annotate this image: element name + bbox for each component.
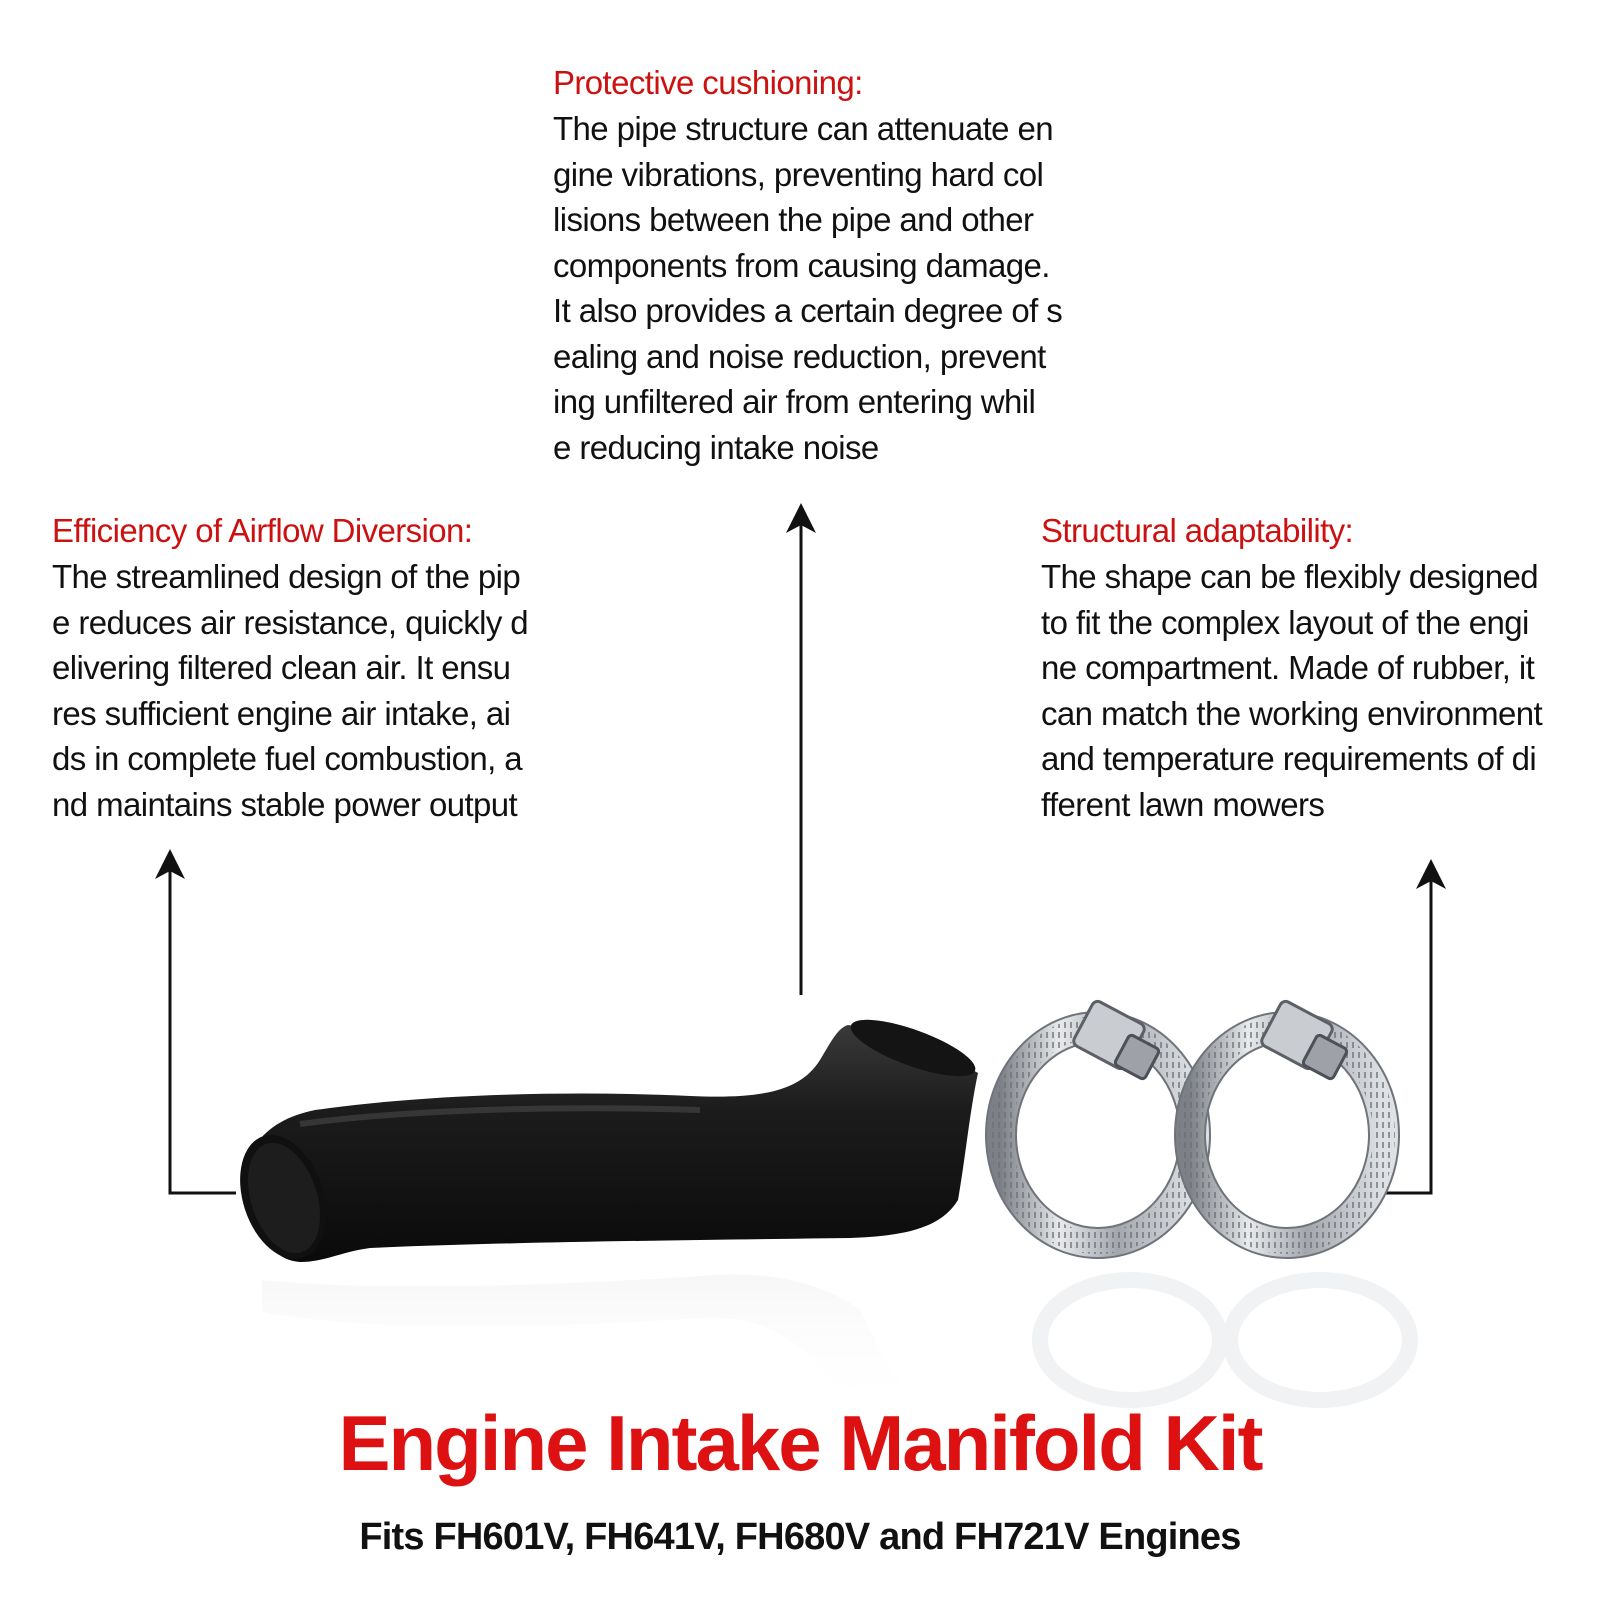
arrow-left-head <box>155 849 185 879</box>
feature-text-line: ealing and noise reduction, prevent <box>553 337 1046 375</box>
feature-text-line: gine vibrations, preventing hard col <box>553 155 1044 193</box>
feature-text-line: It also provides a certain degree of s <box>553 292 1063 329</box>
hose-clamp-2 <box>1174 999 1400 1259</box>
feature-structural-adaptability: Structural adaptability: The shape can b… <box>1041 508 1543 827</box>
feature-text-line: can match the working environment <box>1041 694 1543 732</box>
feature-text-line: The shape can be flexibly designed <box>1041 558 1539 595</box>
arrow-left <box>168 862 236 1195</box>
feature-protective-cushioning: Protective cushioning: The pipe structur… <box>553 60 1063 470</box>
feature-title: Structural adaptability: <box>1041 512 1354 549</box>
feature-title: Efficiency of Airflow Diversion: <box>52 512 473 549</box>
feature-text-line: nd maintains stable power output <box>52 785 518 823</box>
feature-text-line: to fit the complex layout of the engi <box>1041 603 1529 641</box>
feature-text-line: and temperature requirements of di <box>1041 740 1537 777</box>
arrow-top-head <box>786 503 816 533</box>
feature-text-line: The streamlined design of the pip <box>52 558 521 595</box>
product-title: Engine Intake Manifold Kit <box>338 1399 1263 1487</box>
feature-text-line: elivering filtered clean air. It ensu <box>52 649 511 686</box>
hose-image <box>240 1019 978 1262</box>
product-subtitle: Fits FH601V, FH641V, FH680V and FH721V E… <box>359 1516 1241 1558</box>
reflection <box>262 1272 1418 1420</box>
feature-text-line: ing unfiltered air from entering whil <box>553 383 1036 420</box>
feature-text-line: lisions between the pipe and other <box>553 201 1034 238</box>
feature-title: Protective cushioning: <box>553 64 863 101</box>
feature-text-line: e reduces air resistance, quickly d <box>52 603 529 641</box>
feature-text-line: e reducing intake noise <box>553 428 879 466</box>
feature-airflow-diversion: Efficiency of Airflow Diversion: The str… <box>52 508 529 827</box>
feature-text-line: The pipe structure can attenuate en <box>553 110 1054 147</box>
feature-text-line: ne compartment. Made of rubber, it <box>1041 649 1535 686</box>
feature-text-line: ds in complete fuel combustion, a <box>52 740 523 777</box>
feature-text-line: components from causing damage. <box>553 246 1050 284</box>
feature-text-line: fferent lawn mowers <box>1041 785 1325 823</box>
arrow-right-head <box>1416 859 1446 889</box>
feature-text-line: res sufficient engine air intake, ai <box>52 694 511 732</box>
